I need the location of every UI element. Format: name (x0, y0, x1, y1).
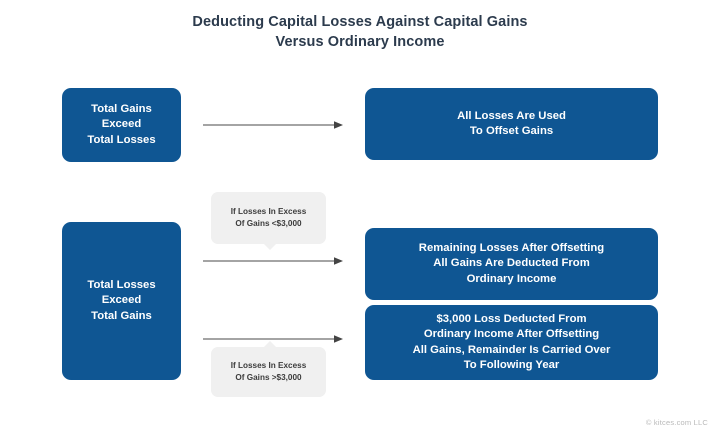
condition-label-line: If Losses In Excess (230, 361, 307, 370)
condition-label-line: Of Gains <$3,000 (235, 219, 302, 228)
node-line: All Gains, Remainder Is Carried Over (412, 343, 611, 356)
title-line-2: Versus Ordinary Income (275, 34, 445, 50)
node-line: Total Gains (91, 309, 152, 322)
condition-label-losses-over-3000: If Losses In Excess Of Gains >$3,000 (211, 341, 326, 397)
attribution-footer: © kitces.com LLC (645, 418, 708, 427)
node-line: Ordinary Income After Offsetting (423, 328, 600, 340)
page-title: Deducting Capital Losses Against Capital… (0, 12, 720, 52)
node-line: Total Gains (91, 102, 152, 115)
arrow-losses-to-remaining-icon (203, 257, 343, 265)
bubble-tail-up-icon (263, 341, 277, 348)
arrow-gains-to-offset-icon (203, 121, 343, 129)
node-line: All Losses Are Used (457, 109, 566, 122)
node-remaining-losses-deducted: Remaining Losses After Offsetting All Ga… (365, 228, 658, 300)
node-line: Exceed (101, 118, 142, 131)
node-line: Total Losses (87, 278, 156, 291)
node-total-gains-exceed-total-losses: Total Gains Exceed Total Losses (62, 88, 181, 162)
condition-label-line: If Losses In Excess (230, 207, 307, 216)
node-line: Remaining Losses After Offsetting (418, 241, 605, 254)
bubble-tail-down-icon (263, 243, 277, 250)
condition-label-losses-under-3000: If Losses In Excess Of Gains <$3,000 (211, 192, 326, 250)
node-line: All Gains Are Deducted From (433, 257, 590, 270)
arrow-losses-to-3000-deduction-icon (203, 335, 343, 343)
node-3000-loss-deducted-carryover: $3,000 Loss Deducted From Ordinary Incom… (365, 305, 658, 380)
node-line: Ordinary Income (466, 272, 557, 285)
node-line: To Following Year (463, 359, 560, 371)
node-all-losses-used-to-offset-gains: All Losses Are Used To Offset Gains (365, 88, 658, 160)
node-line: Exceed (101, 294, 142, 307)
node-line: $3,000 Loss Deducted From (436, 312, 587, 325)
node-line: To Offset Gains (469, 125, 554, 137)
condition-label-line: Of Gains >$3,000 (235, 373, 302, 382)
node-total-losses-exceed-total-gains: Total Losses Exceed Total Gains (62, 222, 181, 380)
node-line: Total Losses (87, 133, 156, 146)
title-line-1: Deducting Capital Losses Against Capital… (192, 14, 528, 30)
